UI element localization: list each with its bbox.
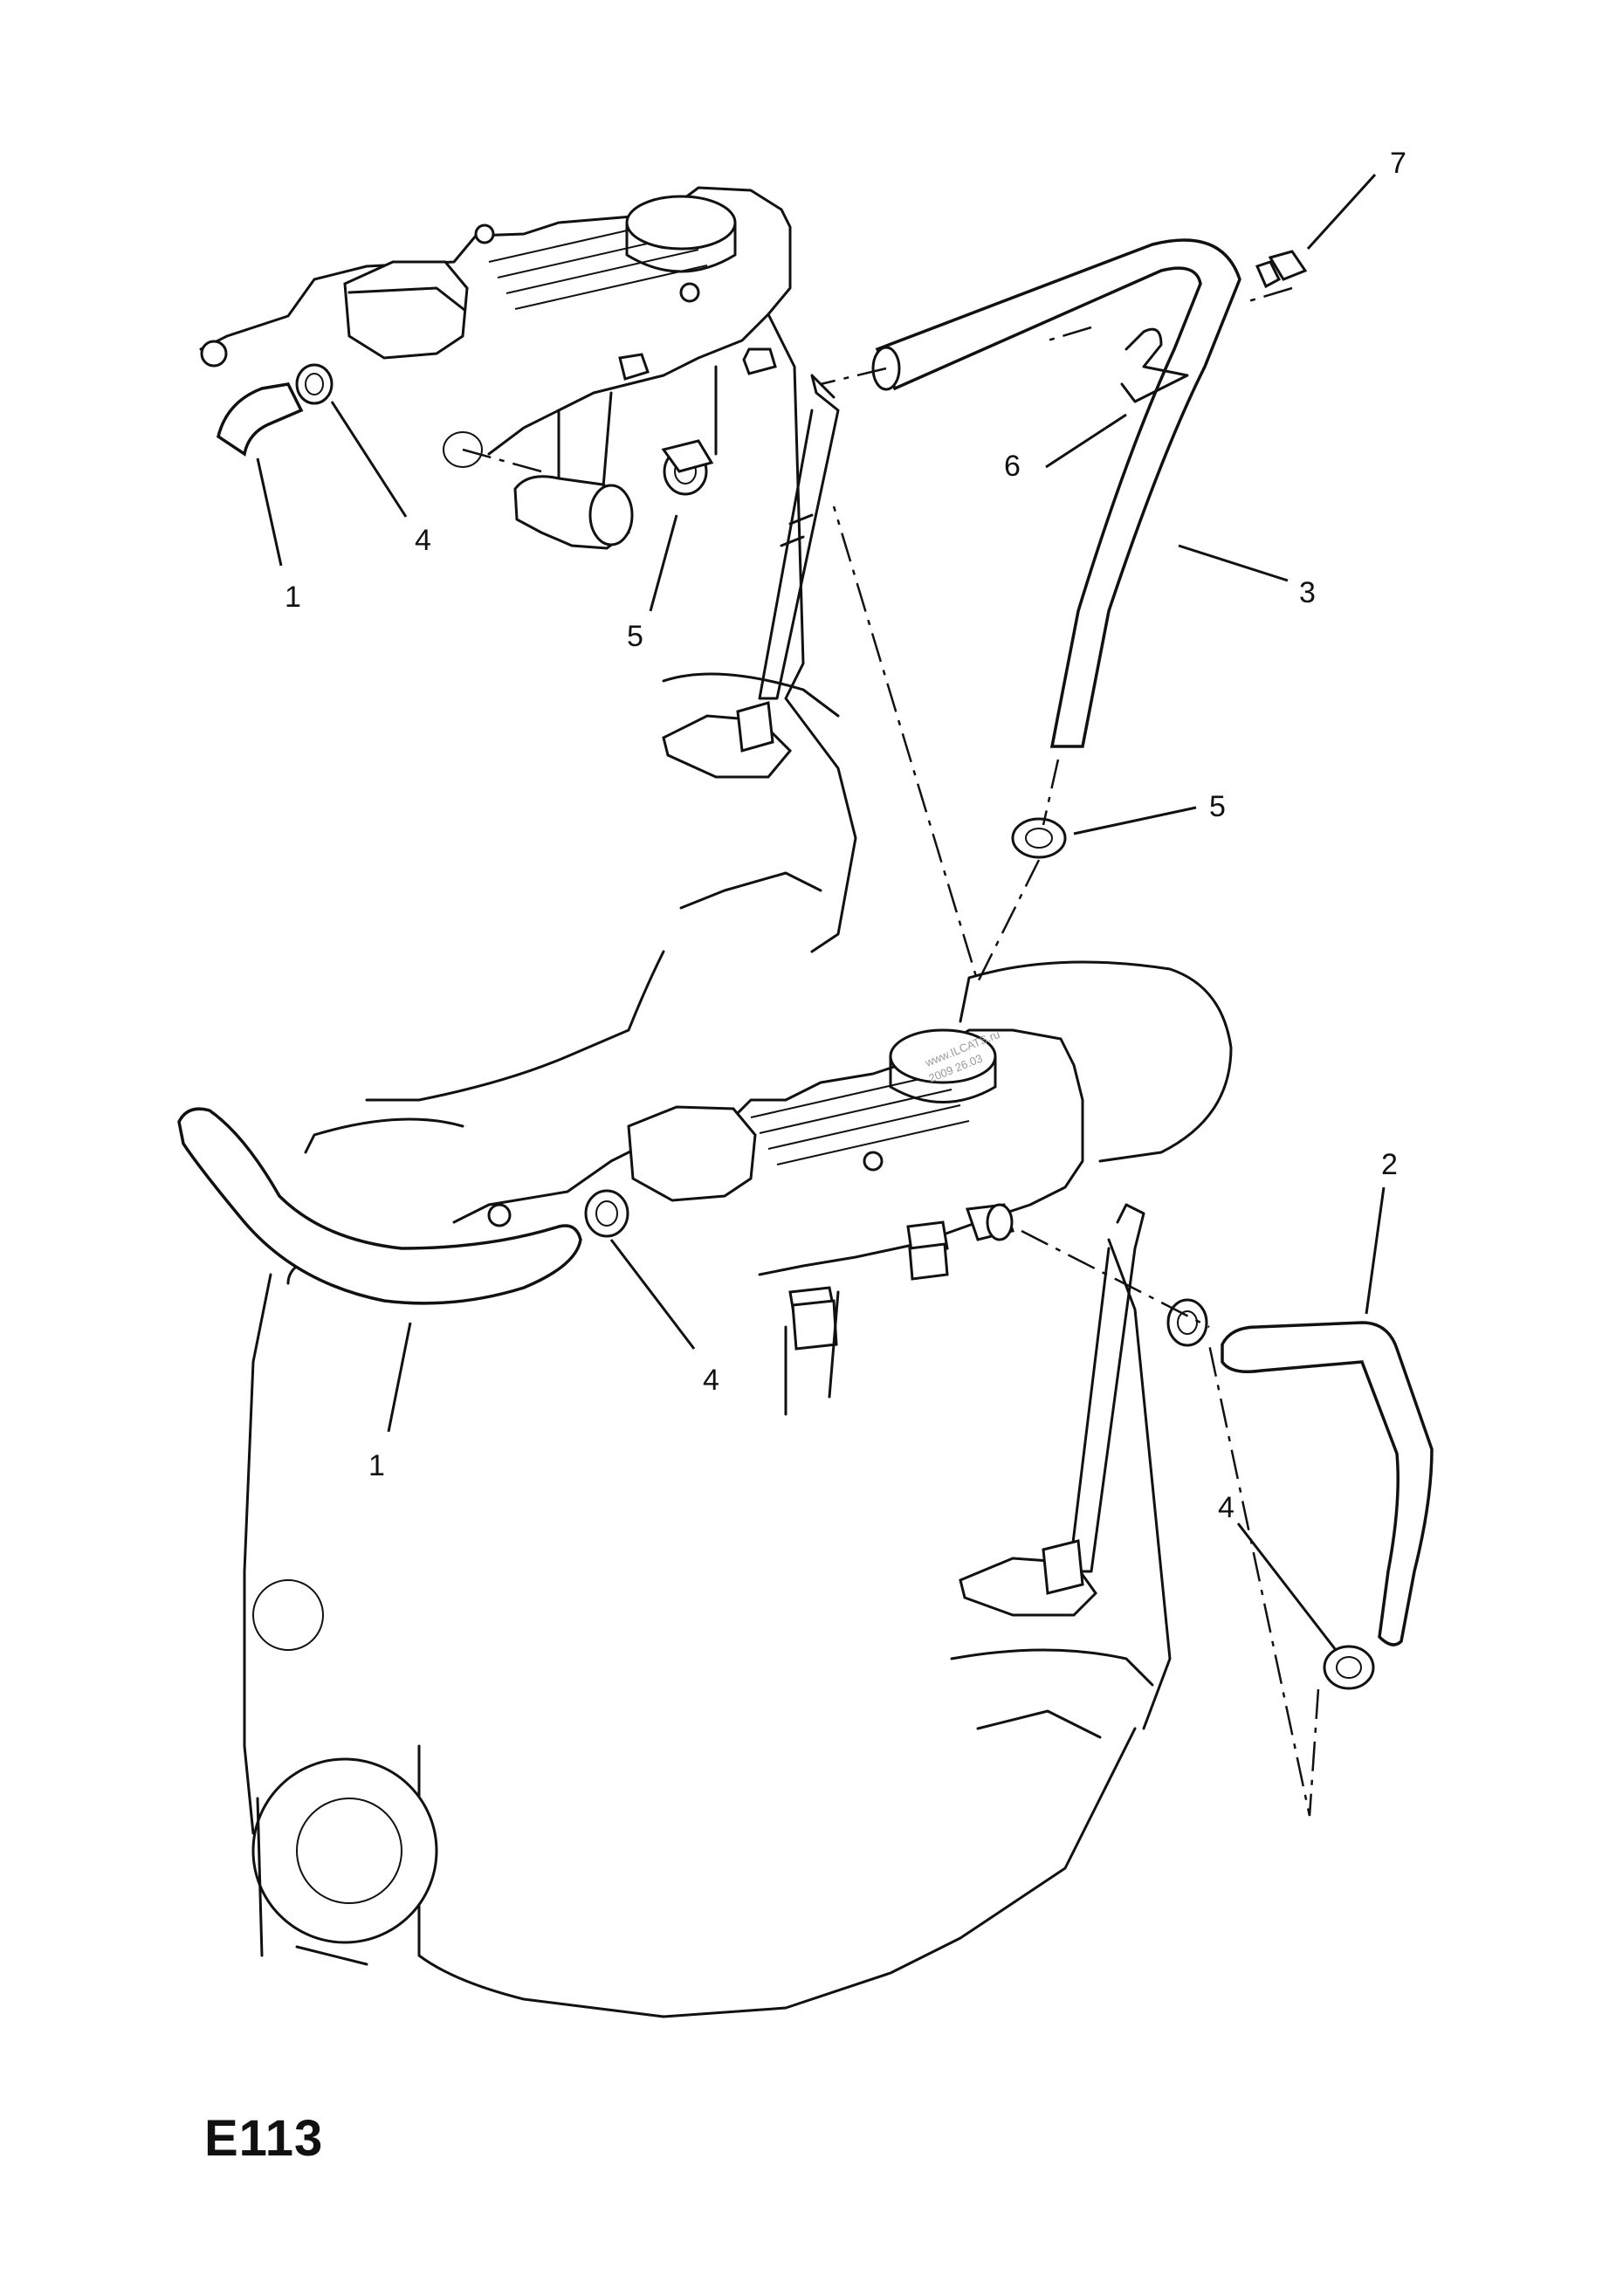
clamp-5-right xyxy=(1011,817,1067,859)
diagram-code: E113 xyxy=(204,2110,324,2167)
bolt-7 xyxy=(1255,250,1308,289)
clamp-4-bottom-right xyxy=(1323,1645,1375,1690)
callout-5-top-right: 5 xyxy=(1209,790,1226,823)
callout-1-bottom: 1 xyxy=(368,1449,385,1482)
clamp-4-bottom-middle xyxy=(1166,1298,1208,1347)
callout-1-top: 1 xyxy=(285,581,301,614)
callouts: 7 6 3 5 5 4 1 2 4 4 1 xyxy=(256,147,1406,1651)
top-engine-assembly xyxy=(199,186,857,953)
bottom-engine-assembly xyxy=(177,950,1233,2018)
hose-3 xyxy=(875,238,1241,748)
callout-6: 6 xyxy=(1004,450,1021,483)
callout-5-top-left: 5 xyxy=(627,620,643,653)
callout-4-bottom-right: 4 xyxy=(1218,1491,1234,1524)
hose-2 xyxy=(1221,1321,1434,1646)
assembly-lines xyxy=(462,286,1320,1817)
clip-6 xyxy=(1120,327,1189,403)
callout-4-bottom-left: 4 xyxy=(703,1364,719,1397)
callout-2: 2 xyxy=(1381,1148,1398,1181)
callout-3: 3 xyxy=(1299,576,1316,609)
callout-4-top: 4 xyxy=(415,524,431,557)
callout-7: 7 xyxy=(1390,147,1406,180)
